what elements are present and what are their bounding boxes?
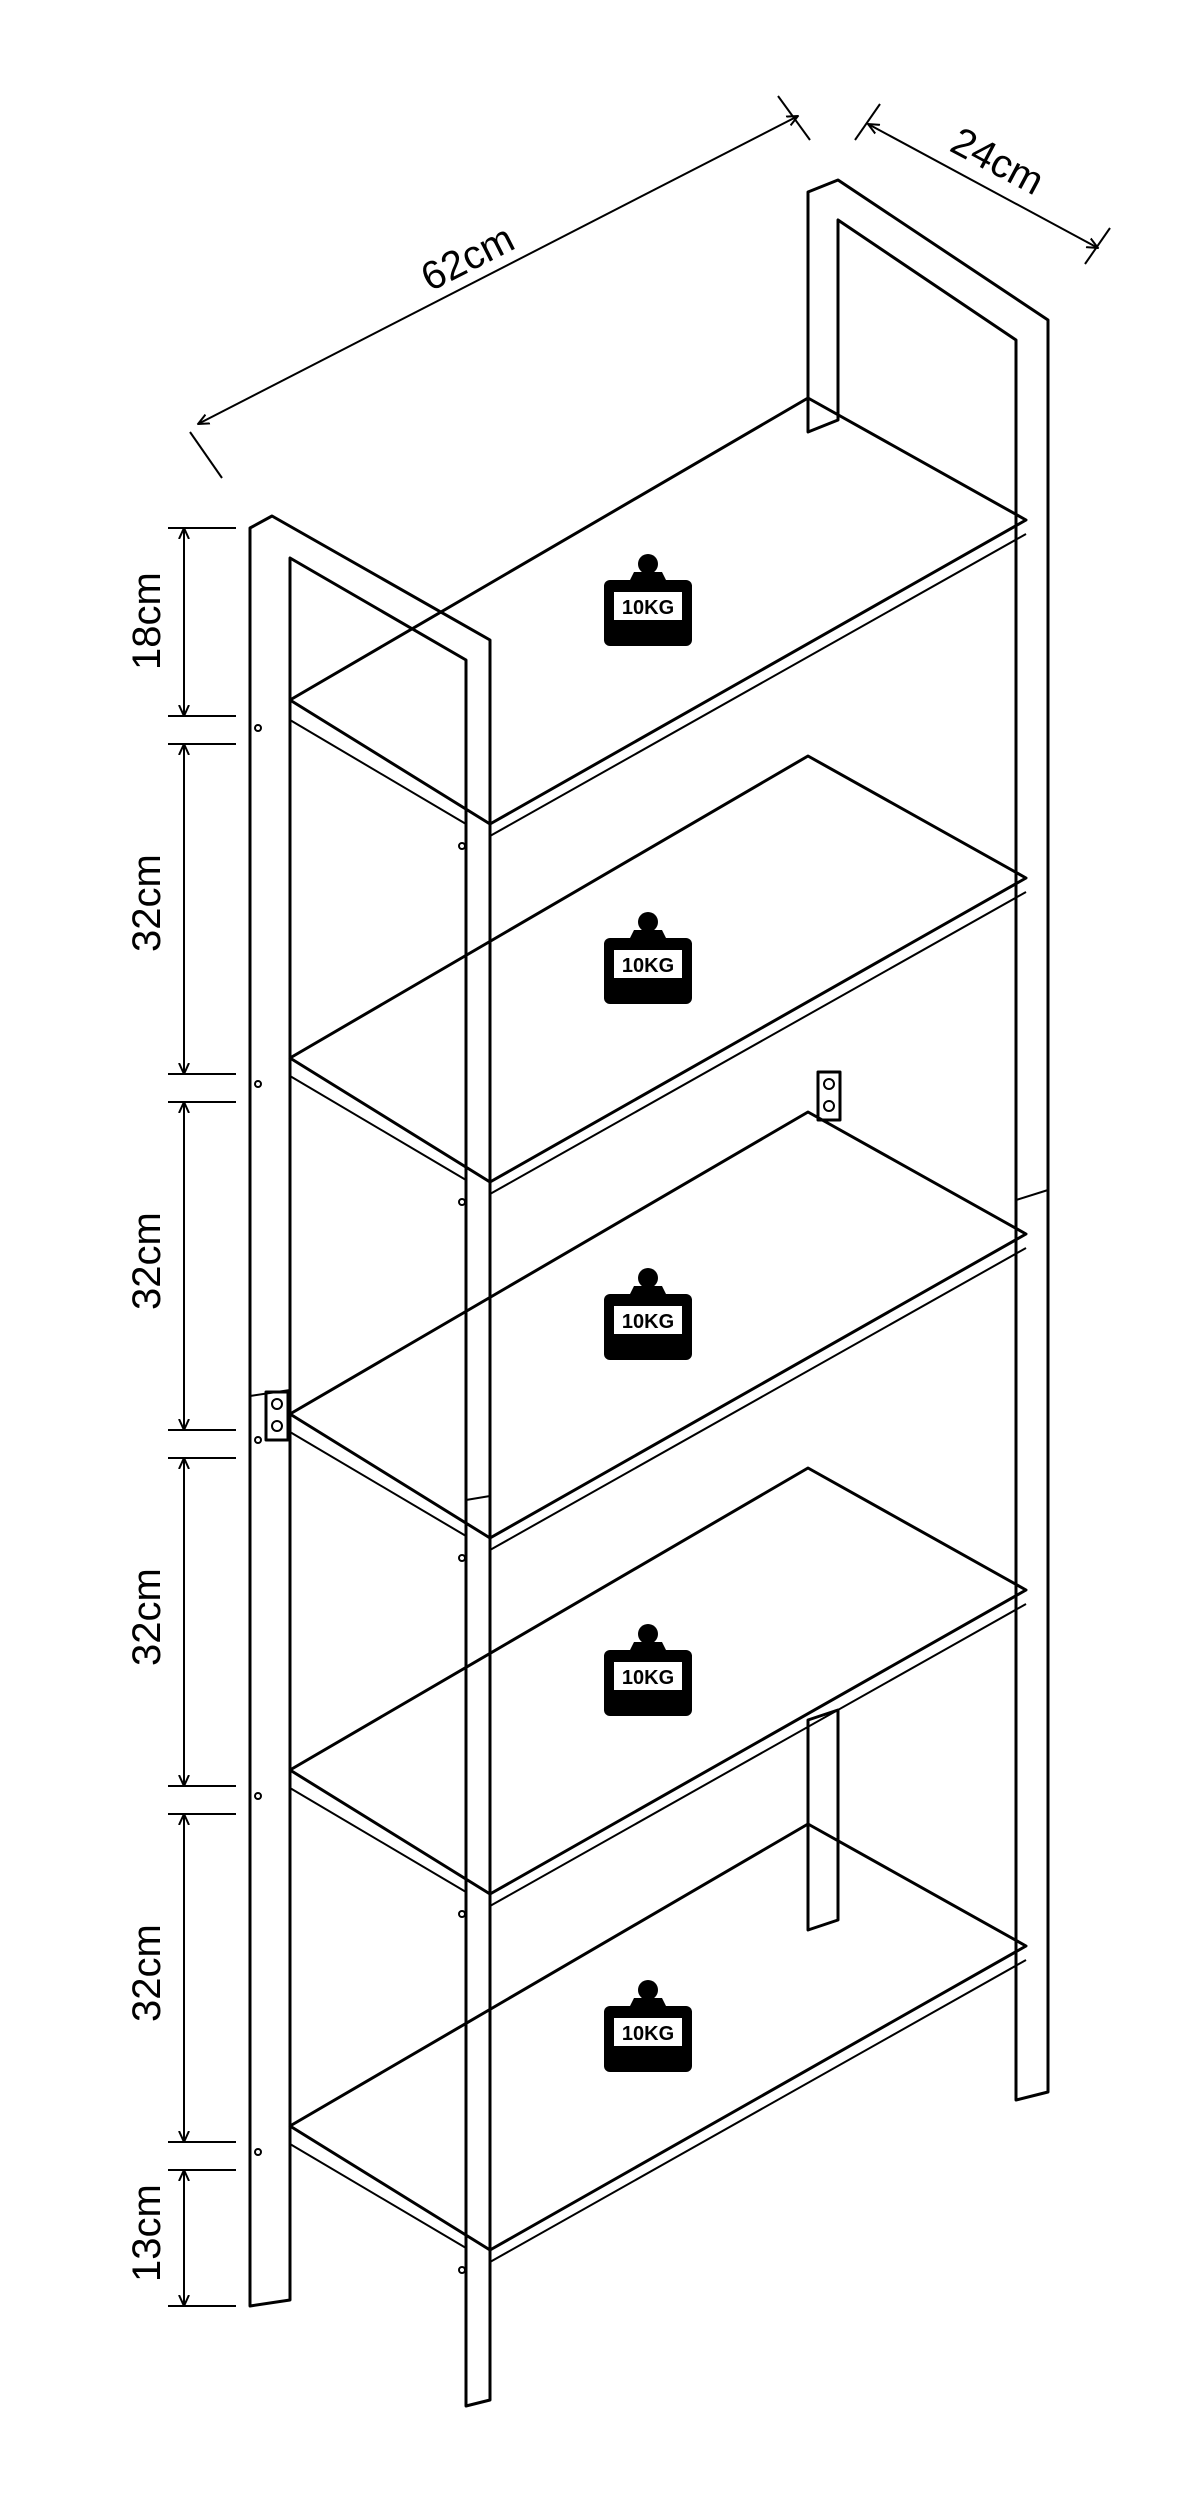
front-left-frame: [248, 514, 842, 2408]
width-dimension: 62cm: [189, 95, 811, 479]
weight-label: 10KG: [622, 1311, 674, 1333]
weight-icon: 10KG: [604, 1624, 692, 1716]
weight-label: 10KG: [622, 955, 674, 977]
depth-label: 24cm: [944, 119, 1051, 204]
height-label-shelf-1: 32cm: [125, 854, 169, 952]
height-label-shelf-4: 32cm: [125, 1924, 169, 2022]
weight-label: 10KG: [622, 1667, 674, 1689]
weight-icon: 10KG: [604, 554, 692, 646]
height-label-shelf-2: 32cm: [125, 1212, 169, 1310]
weight-label: 10KG: [622, 597, 674, 619]
height-label-shelf-3: 32cm: [125, 1568, 169, 1666]
height-dimensions: 18cm 32cm 32cm 32cm 32cm 13cm: [125, 527, 236, 2307]
shelf-1: [288, 396, 1028, 837]
weight-icon: 10KG: [604, 1268, 692, 1360]
weight-label: 10KG: [622, 2023, 674, 2045]
weight-icon: 10KG: [604, 912, 692, 1004]
shelf-2: [288, 754, 1028, 1195]
width-label: 62cm: [414, 216, 521, 300]
joint-plate-left: [264, 1390, 290, 1442]
rear-frame: [806, 178, 1050, 2102]
weight-icon: 10KG: [604, 1980, 692, 2072]
height-label-top: 18cm: [125, 572, 169, 670]
shelf-3: [288, 1110, 1028, 1551]
height-label-bottom: 13cm: [125, 2184, 169, 2282]
screw-holes: [254, 724, 466, 2274]
joint-plate-right: [816, 1070, 842, 1122]
shelf-4: [288, 1466, 1028, 1907]
bookshelf: [248, 178, 1050, 2408]
depth-dimension: 24cm: [854, 103, 1111, 265]
shelf-5: [288, 1822, 1028, 2263]
